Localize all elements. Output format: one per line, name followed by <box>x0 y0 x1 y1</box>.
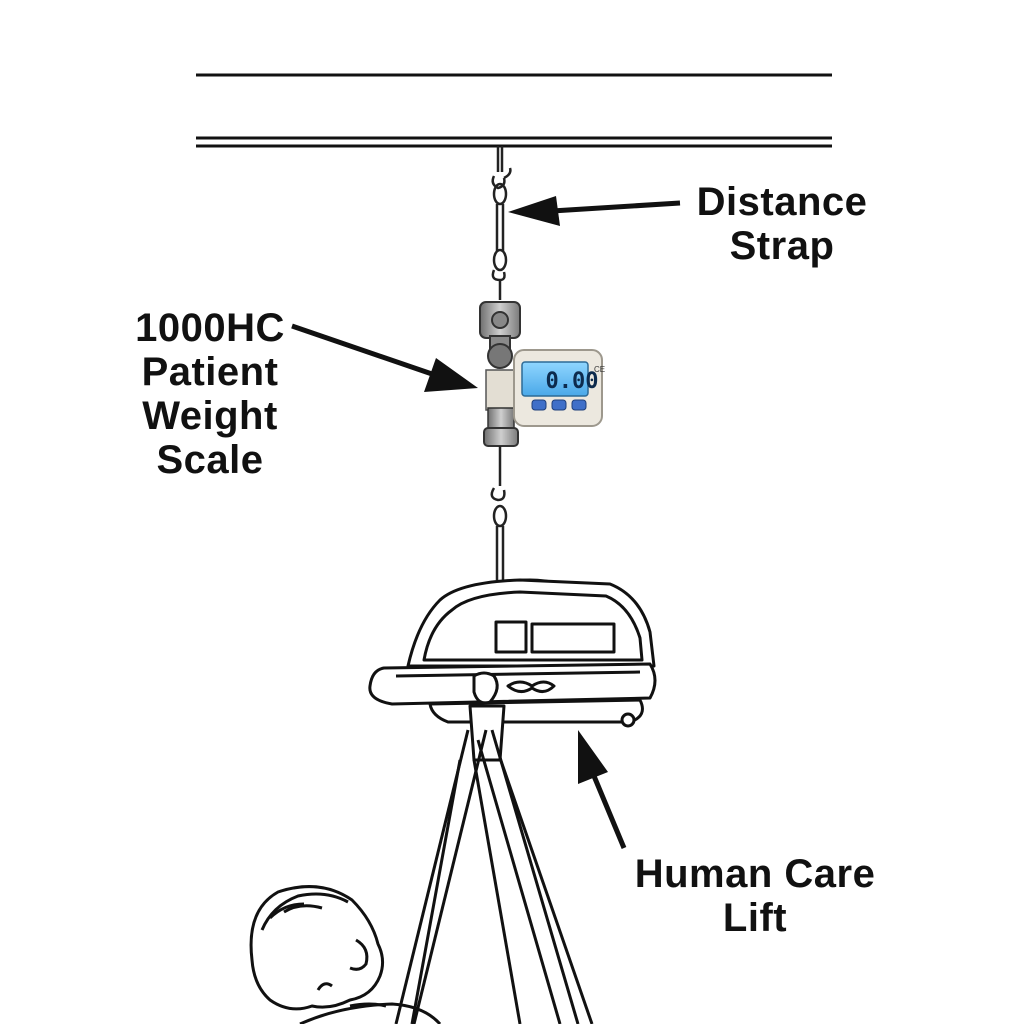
scale-button-3[interactable] <box>571 399 587 411</box>
label-patient-weight-scale: 1000HC Patient Weight Scale <box>100 306 320 482</box>
scale-lcd-screen <box>521 361 589 397</box>
label-human-care-lift: Human Care Lift <box>610 852 900 940</box>
patient-weight-scale: 0.00 CE <box>479 301 605 447</box>
label-scale-line-4: Scale <box>156 438 264 482</box>
arrow-scale <box>291 323 478 392</box>
label-lift-line-1: Human Care <box>634 852 876 896</box>
label-lift-line-2: Lift <box>722 896 788 940</box>
scale-reading: 0.00 <box>546 369 599 394</box>
arrow-lift <box>578 730 627 849</box>
lower-hook <box>490 446 508 580</box>
human-care-lift <box>368 578 657 762</box>
ceiling-rail <box>196 73 832 148</box>
patient-figure <box>249 885 442 1024</box>
label-scale-line-1: 1000HC <box>135 306 285 350</box>
scale-button-1[interactable] <box>531 399 547 411</box>
sling-straps <box>394 729 594 1024</box>
distance-strap <box>491 146 512 300</box>
label-scale-line-2: Patient <box>141 350 279 394</box>
ce-mark: CE <box>594 365 605 374</box>
label-distance-strap-line-2: Strap <box>729 224 835 268</box>
arrow-distance-strap <box>508 196 681 226</box>
label-distance-strap: Distance Strap <box>672 180 892 268</box>
scale-button-2[interactable] <box>551 399 567 411</box>
label-scale-line-3: Weight <box>142 394 278 438</box>
label-distance-strap-line-1: Distance <box>696 180 868 224</box>
